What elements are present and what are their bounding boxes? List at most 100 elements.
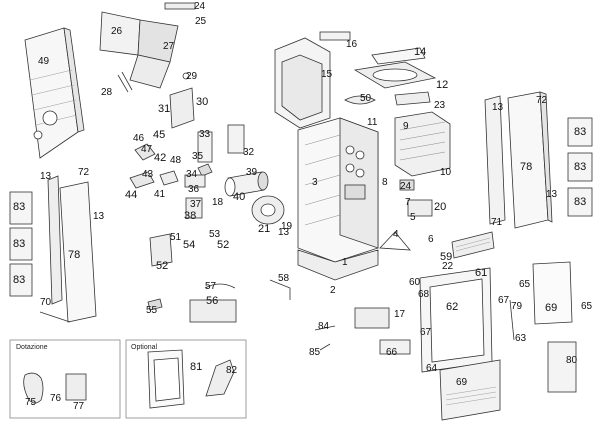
callout-56: 56: [206, 295, 219, 307]
dotazione-title: Dotazione: [16, 344, 48, 351]
callout-31: 31: [158, 103, 171, 115]
callout-47: 47: [141, 144, 153, 155]
callout-64: 64: [426, 363, 438, 374]
callout-65-edge: 65: [581, 301, 593, 312]
callout-72-left: 72: [78, 167, 90, 178]
callout-30: 30: [196, 96, 209, 108]
callout-58: 58: [278, 273, 290, 284]
door-assembly: [419, 231, 501, 421]
callout-79: 79: [511, 301, 523, 312]
callout-83-l1: 83: [13, 201, 26, 213]
callout-37: 37: [190, 199, 202, 210]
callout-41: 41: [154, 189, 166, 200]
callout-26: 26: [111, 26, 123, 37]
right-side-panels: [484, 91, 593, 393]
callout-51: 51: [170, 232, 182, 243]
callout-18: 18: [212, 197, 224, 208]
callout-8: 8: [382, 177, 388, 188]
callout-25: 25: [195, 16, 207, 27]
callout-24-body: 24: [400, 181, 412, 192]
callout-53: 53: [209, 229, 221, 240]
callout-54: 54: [183, 239, 196, 251]
callout-69-grille: 69: [456, 377, 468, 388]
callout-22: 22: [442, 261, 454, 272]
callout-13-right-strip: 13: [492, 102, 504, 113]
callout-7: 7: [405, 197, 411, 208]
callout-46: 46: [133, 133, 145, 144]
top-assembly-26-27: [99, 2, 196, 93]
callout-60: 60: [409, 277, 421, 288]
callout-24-top: 24: [194, 1, 206, 12]
callout-85: 85: [309, 347, 321, 358]
callout-23: 23: [434, 100, 446, 111]
callout-6: 6: [428, 234, 434, 245]
callout-16: 16: [346, 39, 358, 50]
callout-38: 38: [184, 210, 197, 222]
callout-83-r1: 83: [574, 126, 587, 138]
callout-2: 2: [330, 285, 336, 296]
callout-57: 57: [205, 281, 217, 292]
callout-43: 43: [142, 169, 154, 180]
callout-4: 4: [393, 229, 399, 240]
callout-63: 63: [515, 333, 527, 344]
callout-55: 55: [146, 305, 158, 316]
callout-42: 42: [154, 152, 167, 164]
callout-13-left-strip: 13: [40, 171, 52, 182]
callout-68: 68: [418, 289, 430, 300]
callout-13-body: 13: [278, 227, 290, 238]
callout-29: 29: [186, 71, 198, 82]
callout-28: 28: [101, 87, 113, 98]
callout-76: 76: [50, 393, 62, 404]
callout-72-right: 72: [536, 95, 548, 106]
misc-parts: [147, 233, 515, 355]
callout-35: 35: [192, 151, 204, 162]
callout-45: 45: [153, 129, 166, 141]
callout-17: 17: [394, 309, 406, 320]
callout-14: 14: [414, 46, 427, 58]
callout-50: 50: [360, 93, 372, 104]
callout-9: 9: [403, 121, 409, 132]
callout-13-left-panel: 13: [93, 211, 105, 222]
optional-title: Optional: [131, 344, 158, 351]
callout-61: 61: [475, 267, 488, 279]
electronics-group: [129, 87, 245, 219]
callout-10: 10: [440, 167, 452, 178]
callout-21: 21: [258, 223, 271, 235]
stove-body: [274, 31, 451, 281]
callout-81: 81: [190, 361, 203, 373]
callout-59: 59: [440, 251, 453, 263]
optional-box: [125, 339, 247, 419]
callout-34: 34: [186, 169, 198, 180]
callout-12: 12: [436, 79, 449, 91]
callout-83-l2: 83: [13, 238, 26, 250]
callout-77: 77: [73, 401, 85, 412]
callout-39: 39: [246, 167, 258, 178]
callout-65-right: 65: [519, 279, 531, 290]
callout-33: 33: [199, 129, 211, 140]
callout-1: 1: [342, 257, 348, 268]
callout-78-left: 78: [68, 249, 81, 261]
dotazione-box: [9, 339, 121, 419]
callout-62: 62: [446, 301, 459, 313]
callout-11: 11: [367, 117, 378, 128]
callout-36: 36: [188, 184, 200, 195]
callout-71: 71: [491, 217, 503, 228]
callout-52-right: 52: [217, 239, 230, 251]
callout-15: 15: [321, 69, 333, 80]
callout-5: 5: [410, 212, 416, 223]
callout-67-left: 67: [420, 327, 432, 338]
callout-48: 48: [170, 155, 182, 166]
callout-27: 27: [163, 41, 175, 52]
side-panel-49: [24, 27, 85, 159]
callout-20: 20: [434, 201, 447, 213]
left-side-panels: [9, 175, 97, 323]
callout-67-right: 67: [498, 295, 510, 306]
callout-69-glass: 69: [545, 302, 558, 314]
callout-19: 19: [281, 221, 293, 232]
callout-49: 49: [38, 56, 50, 67]
callout-3: 3: [312, 177, 318, 188]
callout-83-r3: 83: [574, 196, 587, 208]
callout-82: 82: [226, 365, 238, 376]
